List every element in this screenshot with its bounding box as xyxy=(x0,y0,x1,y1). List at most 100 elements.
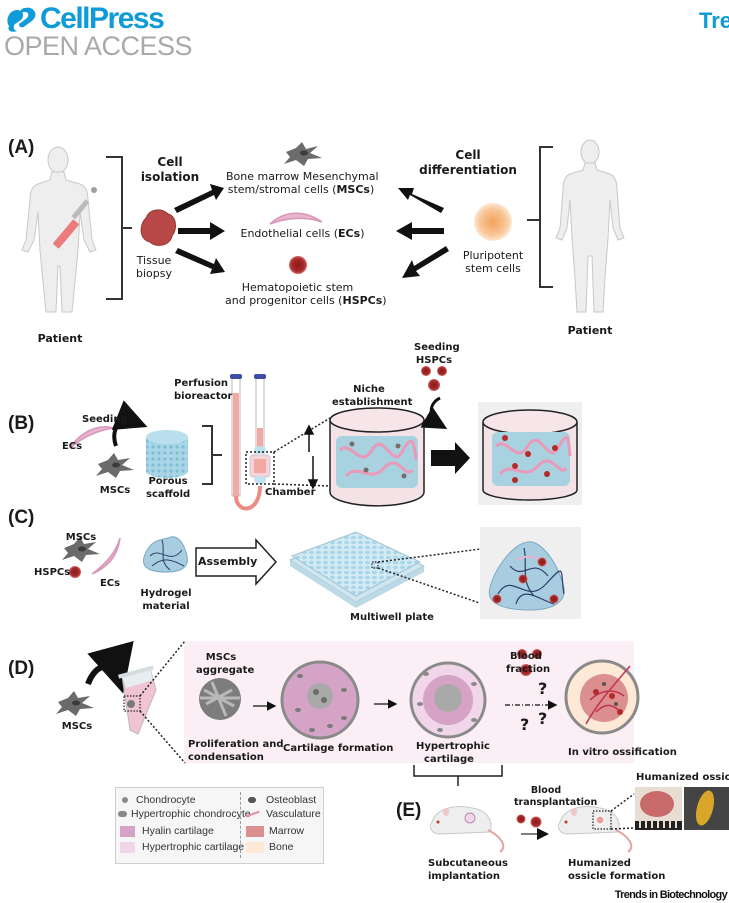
proliferation-label: Proliferation and condensation xyxy=(188,739,284,763)
panel-label-c: (C) xyxy=(8,507,35,528)
porous-scaffold-icon xyxy=(146,430,188,478)
perfusion-bioreactor-icon xyxy=(230,374,271,511)
zoom-lines-e xyxy=(610,793,635,830)
multiwell-plate-label: Multiwell plate xyxy=(350,612,434,623)
vasculature-icon xyxy=(245,810,261,819)
ossicle-photo xyxy=(635,787,682,830)
assembly-label: Assembly xyxy=(198,555,258,568)
legend-item-osteoblast: Osteoblast xyxy=(248,794,316,806)
legend-item-hypertrophic-chondrocyte: Hypertrophic chondrocyte xyxy=(118,808,251,820)
hypertrophic-cartilage-swatch xyxy=(120,842,135,853)
seeding-label: Seeding xyxy=(82,414,128,425)
ec-label: Endothelial cells (ECs) xyxy=(240,227,365,240)
tissue-biopsy-icon xyxy=(140,209,176,246)
cell-isolation-label: Cell isolation xyxy=(140,155,200,184)
bioreactor-label: Perfusion bioreactor xyxy=(174,378,233,402)
hydrogel-icon xyxy=(143,536,188,573)
patient-figure-right xyxy=(555,139,625,313)
blood-transplant-icon xyxy=(516,814,542,828)
patient-label-left: Patient xyxy=(37,332,83,345)
patient-label-right: Patient xyxy=(567,324,613,337)
niche-construct-icon xyxy=(329,407,425,507)
hydrogel-label: Hydrogel material xyxy=(140,588,192,612)
panel-label-e: (E) xyxy=(396,800,422,821)
mscs-label-d: MSCs xyxy=(61,721,93,732)
chamber-label: Chamber xyxy=(265,487,316,498)
bracket-b xyxy=(202,425,222,485)
transfer-arrow-d xyxy=(85,640,134,694)
bracket-e xyxy=(413,765,503,786)
cellpress-logo-icon xyxy=(7,7,36,32)
seeding-hspcs-icon xyxy=(421,366,447,391)
legend-item-marrow: Marrow xyxy=(269,825,305,837)
seeding-hspcs-arrow xyxy=(420,396,448,429)
hspc-label: Hematopoietic stem and progenitor cells … xyxy=(225,281,387,307)
niche-with-hspcs-icon xyxy=(478,402,582,505)
panel-d-background xyxy=(184,641,634,763)
chamber-zoom-box xyxy=(245,451,275,485)
msc-label: Bone marrow Mesenchymal stem/stromal cel… xyxy=(226,170,379,196)
hspc-cell-icon xyxy=(289,256,307,274)
journal-footer: Trends in Biotechnology xyxy=(614,889,728,901)
hypertrophic-chondrocyte-icon xyxy=(118,811,127,817)
isolation-arrows xyxy=(174,184,225,274)
hyalin-cartilage-swatch xyxy=(120,826,135,837)
zoom-lines-b xyxy=(273,417,331,487)
legend-item-bone: Bone xyxy=(269,841,294,853)
tube-zoom-box xyxy=(123,695,141,712)
chondrocyte-icon xyxy=(122,797,128,803)
ecs-label-b: ECs xyxy=(61,441,83,452)
panel-label-d: (D) xyxy=(8,658,35,679)
ossicle-microct-image xyxy=(684,787,729,830)
hypertrophic-cartilage-icon xyxy=(409,661,487,739)
well-zoom-box xyxy=(371,561,379,569)
cell-differentiation-label: Cell differentiation xyxy=(419,148,517,177)
blood-transplantation-label: Blood transplantation xyxy=(514,785,598,808)
msc-cell-icon-c xyxy=(62,537,100,562)
tissue-biopsy-label: Tissue biopsy xyxy=(136,254,172,280)
legend-item-chondrocyte: Chondrocyte xyxy=(122,794,196,806)
seeding-hspcs-label: Seeding HSPCs xyxy=(414,342,460,366)
pluripotent-stem-cells-icon xyxy=(474,203,512,241)
legend-box: Chondrocyte Hypertrophic chondrocyte Hya… xyxy=(115,787,324,864)
msc-cell-icon-d xyxy=(56,691,94,716)
ossification-label: In vitro ossification xyxy=(568,747,677,758)
eppendorf-tube-icon xyxy=(118,665,157,735)
ec-cell-icon-c xyxy=(91,537,121,575)
bracket-right xyxy=(527,146,553,288)
ossicle-zoom-box xyxy=(592,810,612,830)
bracket-left xyxy=(106,156,132,300)
mscs-label-b: MSCs xyxy=(99,485,131,496)
multiwell-plate-icon xyxy=(288,531,426,608)
niche-label: Niche establishment xyxy=(332,384,413,408)
journal-name-header: Tre xyxy=(699,8,729,33)
cartilage-formation-label: Cartilage formation xyxy=(283,743,394,754)
hspcs-label-c: HSPCs xyxy=(34,567,71,578)
blood-fraction-icon xyxy=(517,649,542,676)
legend-item-vasculature: Vasculature xyxy=(245,808,321,820)
question-mark-1: ? xyxy=(538,679,548,698)
osteoblast-icon xyxy=(248,797,256,803)
msc-cell-icon xyxy=(284,142,322,166)
hypertrophic-cartilage-label: Hypertrophic cartilage xyxy=(416,741,490,765)
hydrogel-construct-zoom xyxy=(480,527,581,619)
blood-fraction-label: Blood fraction xyxy=(506,651,551,675)
msc-cell-icon-b xyxy=(96,453,134,478)
msc-aggregate-label: MSCs aggregate xyxy=(196,652,255,676)
perfusion-flow-arrows xyxy=(303,424,319,490)
msc-aggregate-icon xyxy=(199,678,241,720)
cartilage-formation-icon xyxy=(280,660,360,740)
porous-scaffold-label: Porous scaffold xyxy=(146,476,191,500)
panel-label-b: (B) xyxy=(8,413,35,434)
subcutaneous-label: Subcutaneous implantation xyxy=(428,858,508,882)
ossification-icon xyxy=(564,659,640,735)
differentiation-arrows xyxy=(396,188,449,278)
mouse-ossicle-icon xyxy=(557,806,633,853)
syringe-icon xyxy=(53,187,97,249)
seeding-arrow xyxy=(111,400,148,447)
question-mark-3: ? xyxy=(538,709,548,728)
mouse-implant-icon xyxy=(429,806,505,853)
bone-swatch xyxy=(246,842,264,853)
hspc-cell-icon-c xyxy=(69,566,81,578)
